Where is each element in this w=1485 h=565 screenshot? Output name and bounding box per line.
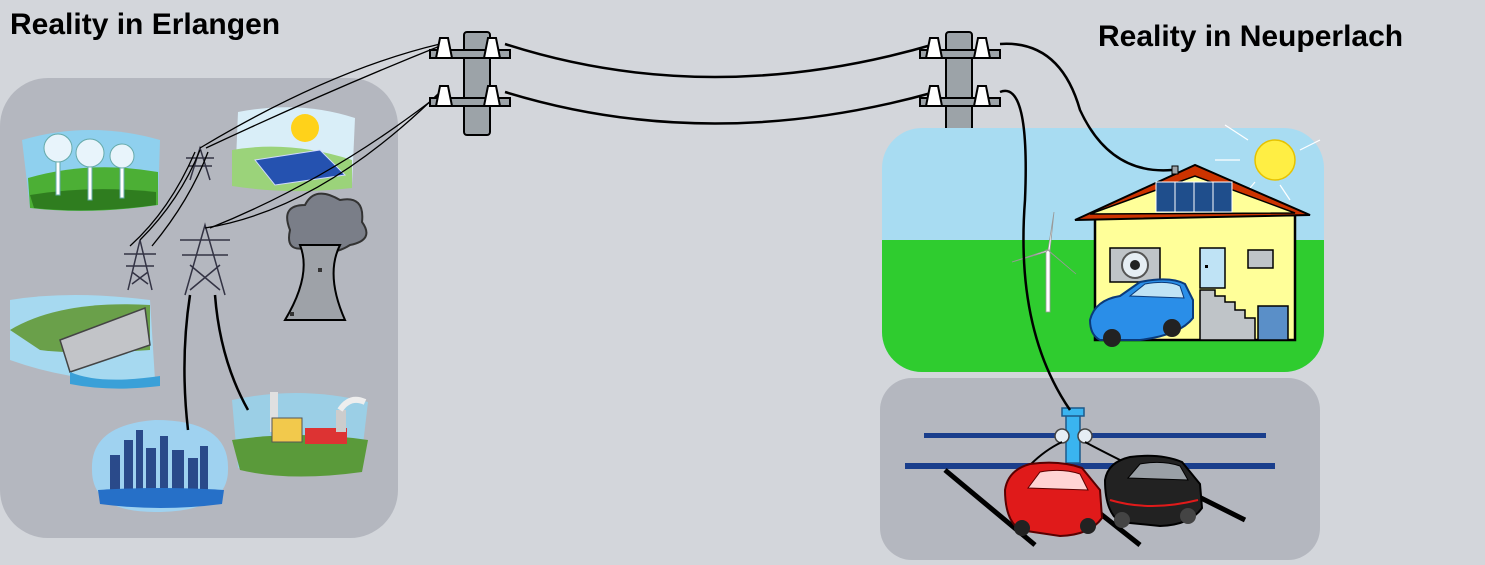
wind-farm-icon bbox=[22, 130, 160, 211]
left-title: Reality in Erlangen bbox=[10, 8, 281, 41]
right-title: Reality in Neuperlach bbox=[1098, 20, 1404, 53]
nuclear-plant-icon bbox=[283, 192, 368, 321]
utility-pole-icon bbox=[919, 31, 1001, 136]
smart-meter-icon bbox=[1121, 251, 1149, 279]
wind-turbine-icon bbox=[1011, 211, 1077, 313]
electric-car-icon bbox=[1003, 461, 1104, 538]
electric-car-icon bbox=[1103, 454, 1204, 528]
factory-icon bbox=[232, 392, 368, 477]
electric-car-icon bbox=[1088, 278, 1194, 347]
charging-rail bbox=[905, 433, 1275, 469]
hydro-dam-icon bbox=[10, 295, 160, 389]
city-skyline-icon bbox=[91, 420, 229, 512]
solar-panel-icon bbox=[1155, 181, 1233, 213]
solar-field-icon bbox=[232, 107, 355, 192]
house-connector bbox=[1171, 165, 1179, 175]
house-icon bbox=[1074, 163, 1311, 342]
utility-pole-icon bbox=[429, 31, 511, 136]
